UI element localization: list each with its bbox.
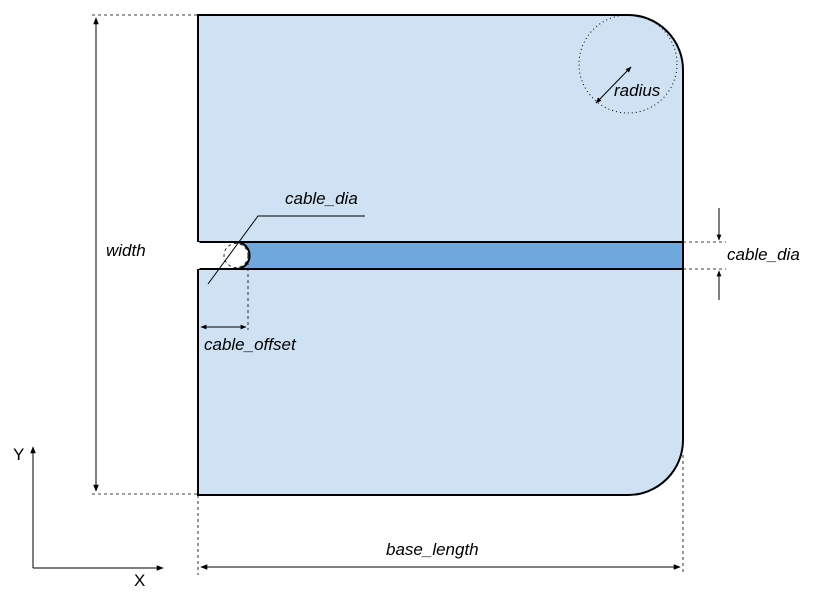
base-length-label: base_length xyxy=(386,540,479,559)
width-label: width xyxy=(106,241,146,260)
cable-circle xyxy=(223,243,249,268)
x-axis-label: X xyxy=(134,571,145,590)
cable-dia-side-label: cable_dia xyxy=(727,245,800,264)
radius-circle xyxy=(578,14,678,114)
y-axis-label: Y xyxy=(13,445,24,464)
radius-label: radius xyxy=(614,81,661,100)
cable-offset-label: cable_offset xyxy=(204,335,297,354)
cable-slot xyxy=(235,241,684,270)
cable-dia-leader-line xyxy=(207,215,365,285)
radius-arrow xyxy=(595,66,632,104)
cable-dia-leader-label: cable_dia xyxy=(285,189,358,208)
